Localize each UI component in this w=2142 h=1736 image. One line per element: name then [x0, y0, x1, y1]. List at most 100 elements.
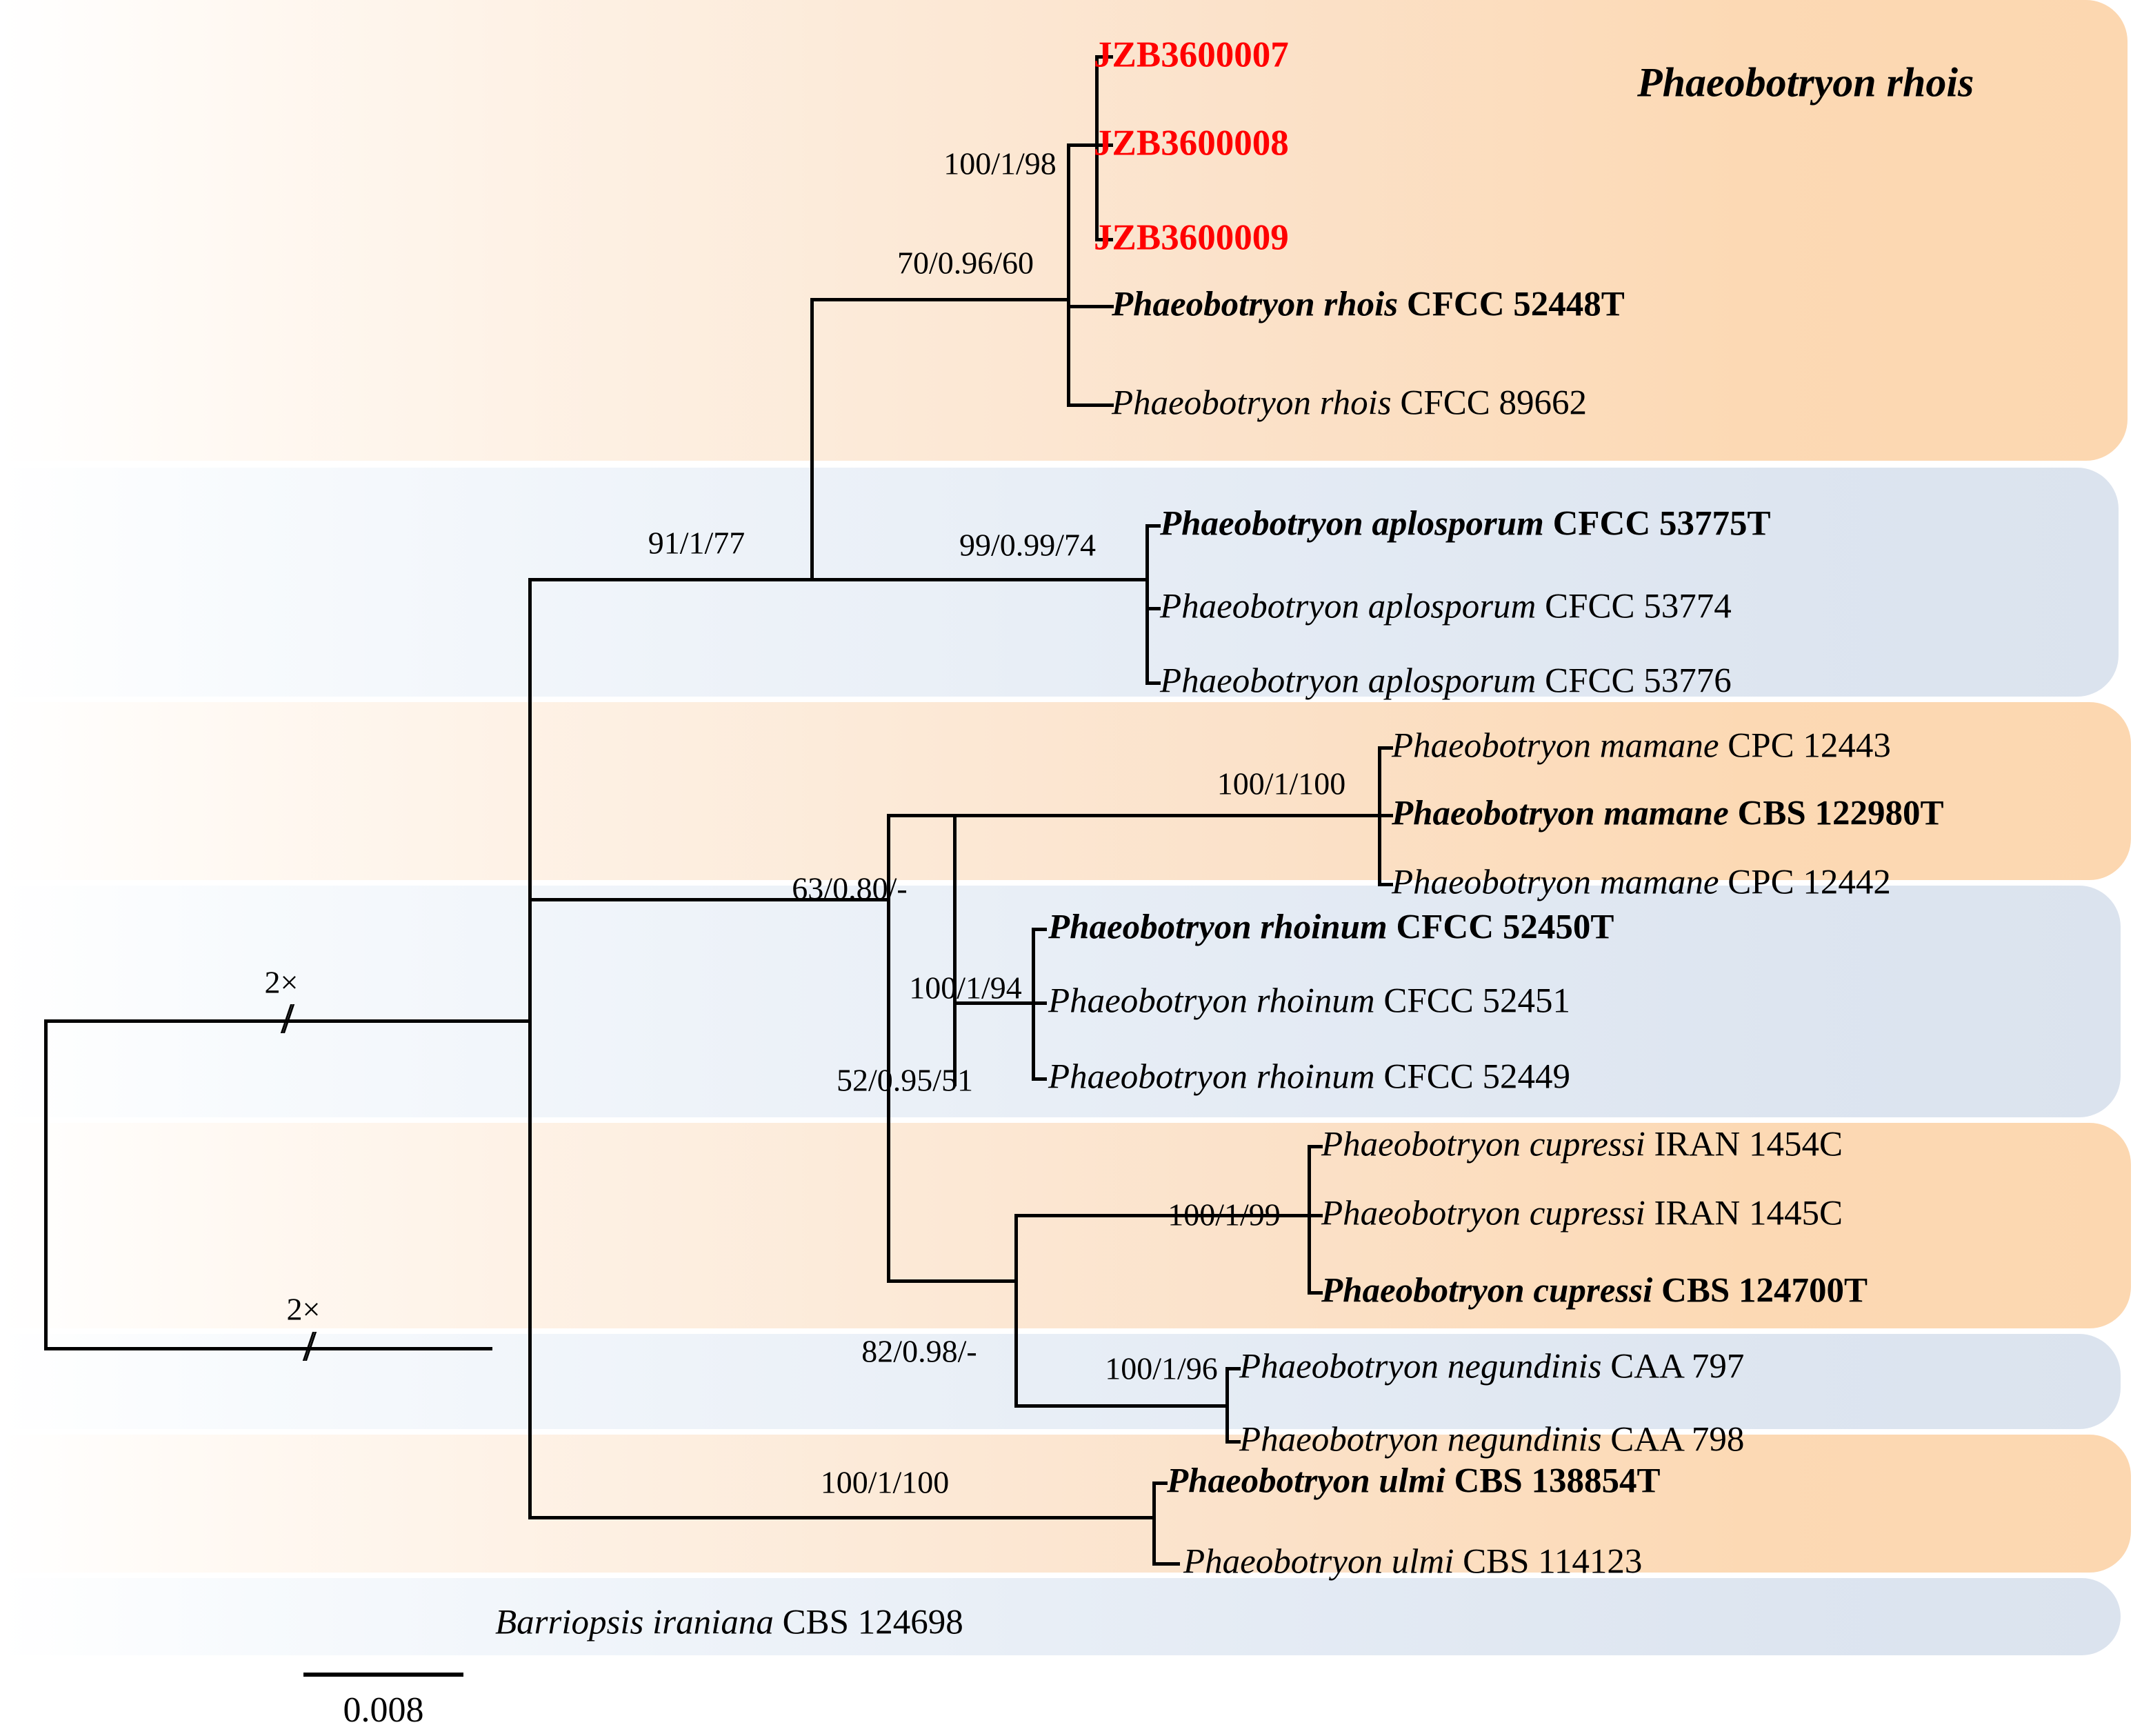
- support-label-negundinis: 100/1/96: [1105, 1350, 1218, 1386]
- taxon-strain-code: CFCC 52450T: [1396, 908, 1614, 947]
- taxon-label-cupressi-cbs124700t[interactable]: Phaeobotryon cupressi CBS 124700T: [1321, 1271, 1868, 1310]
- clade-band-outgroup: [0, 1578, 2121, 1655]
- branch-cupressi-tip-1454: [1308, 1145, 1323, 1148]
- taxon-label-barriopsis-cbs124698[interactable]: Barriopsis iraniana CBS 124698: [495, 1603, 963, 1642]
- taxon-label-jzb3600008[interactable]: JZB3600008: [1094, 123, 1289, 163]
- branch-node63-vertical: [887, 814, 890, 1283]
- taxon-label-cupressi-iran1454c[interactable]: Phaeobotryon cupressi IRAN 1454C: [1321, 1125, 1843, 1164]
- taxon-label-mamane-cpc12443[interactable]: Phaeobotryon mamane CPC 12443: [1392, 728, 1891, 764]
- branch-ulmi-tip-114123: [1152, 1562, 1180, 1566]
- clade-title-phaeobotryon-rhois: Phaeobotryon rhois: [1637, 59, 1974, 106]
- taxon-label-aplosporum-cfcc53776[interactable]: Phaeobotryon aplosporum CFCC 53776: [1160, 664, 1732, 699]
- support-label-node52: 52/0.95/51: [836, 1062, 974, 1098]
- clade-band-aplosporum: [0, 468, 2119, 697]
- branch-rhois-vertical: [1067, 143, 1070, 404]
- support-label-rhois-tip: 100/1/98: [943, 146, 1057, 181]
- branch-rhoinum-clade: [953, 1001, 1034, 1005]
- branch-aplosporum-tip-53774: [1145, 607, 1161, 610]
- taxon-label-rhoinum-cfcc52450t[interactable]: Phaeobotryon rhoinum CFCC 52450T: [1048, 910, 1614, 946]
- taxon-strain-code: CFCC 53775T: [1552, 504, 1771, 543]
- taxon-label-rhois-cfcc52448t[interactable]: Phaeobotryon rhois CFCC 52448T: [1112, 285, 1625, 324]
- support-label-ulmi: 100/1/100: [820, 1464, 950, 1500]
- branch-cupressi-clade: [1014, 1214, 1311, 1217]
- taxon-label-negundinis-caa797[interactable]: Phaeobotryon negundinis CAA 797: [1239, 1347, 1745, 1386]
- taxon-label-jzb3600007[interactable]: JZB3600007: [1094, 34, 1289, 75]
- branch-negundinis-clade: [1014, 1404, 1228, 1408]
- taxon-species-name: Phaeobotryon ulmi: [1167, 1461, 1445, 1501]
- branch-negundinis-tip-798: [1225, 1440, 1241, 1444]
- branch-ingroup-backbone: [528, 578, 532, 1516]
- branch-rhois-tip-jzb7: [1095, 55, 1113, 59]
- taxon-species-name: Phaeobotryon cupressi: [1321, 1271, 1653, 1310]
- taxon-species-name: Phaeobotryon rhoinum: [1048, 981, 1375, 1021]
- branch-root-to-ingroup: [44, 1019, 530, 1023]
- clade-band-rhois: [0, 0, 2128, 461]
- taxon-strain-code: IRAN 1454C: [1654, 1125, 1843, 1164]
- branch-rhoinum-tip-52449: [1032, 1077, 1047, 1081]
- taxon-label-mamane-cbs122980t[interactable]: Phaeobotryon mamane CBS 122980T: [1392, 794, 1944, 833]
- taxon-strain-code: CAA 797: [1610, 1347, 1745, 1386]
- taxon-label-ulmi-cbs114123[interactable]: Phaeobotryon ulmi CBS 114123: [1183, 1542, 1643, 1582]
- branch-break-slashes-outgroup: //: [302, 1323, 318, 1370]
- taxon-strain-code: IRAN 1445C: [1654, 1194, 1843, 1233]
- branch-cupressi-tip-type: [1308, 1291, 1323, 1295]
- scale-bar-label: 0.008: [343, 1690, 424, 1730]
- branch-rhois-tip-jzb9: [1095, 238, 1113, 241]
- branch-rhois-tip-upper: [1067, 143, 1097, 147]
- scale-bar-line: [303, 1673, 463, 1677]
- branch-aplosporum-clade: [810, 578, 1148, 581]
- taxon-label-cupressi-iran1445c[interactable]: Phaeobotryon cupressi IRAN 1445C: [1321, 1194, 1843, 1233]
- taxon-strain-code: CFCC 52449: [1383, 1057, 1571, 1097]
- taxon-label-rhoinum-cfcc52451[interactable]: Phaeobotryon rhoinum CFCC 52451: [1048, 984, 1570, 1019]
- clade-band-cupressi: [0, 1123, 2131, 1328]
- branch-negundinis-vertical: [1225, 1367, 1229, 1443]
- branch-rhois-clade: [810, 298, 1069, 301]
- taxon-label-aplosporum-cfcc53774[interactable]: Phaeobotryon aplosporum CFCC 53774: [1160, 589, 1732, 625]
- branch-mamane-tip-12442: [1378, 883, 1393, 886]
- branch-negundinis-tip-797: [1225, 1367, 1241, 1370]
- taxon-strain-code: CBS 114123: [1463, 1542, 1643, 1582]
- branch-root-vertical: [44, 1019, 48, 1350]
- branch-break-label-ingroup: 2×: [264, 964, 299, 1000]
- taxon-label-ulmi-cbs138854t[interactable]: Phaeobotryon ulmi CBS 138854T: [1167, 1464, 1661, 1499]
- clade-band-mamane: [0, 702, 2131, 880]
- taxon-label-negundinis-caa798[interactable]: Phaeobotryon negundinis CAA 798: [1239, 1420, 1745, 1459]
- taxon-label-jzb3600009[interactable]: JZB3600009: [1094, 217, 1289, 258]
- taxon-species-name: Phaeobotryon aplosporum: [1160, 661, 1537, 701]
- support-label-backbone: 91/1/77: [648, 525, 745, 561]
- branch-break-label-outgroup: 2×: [286, 1291, 321, 1327]
- taxon-species-name: Phaeobotryon mamane: [1392, 794, 1729, 833]
- support-label-rhoinum: 100/1/94: [909, 970, 1022, 1006]
- taxon-species-name: Phaeobotryon rhois: [1112, 285, 1399, 324]
- support-label-aplosporum: 99/0.99/74: [959, 527, 1097, 563]
- taxon-species-name: Phaeobotryon cupressi: [1321, 1194, 1645, 1233]
- branch-break-slashes-ingroup: //: [280, 995, 296, 1043]
- taxon-strain-code: CFCC 52451: [1383, 981, 1571, 1021]
- taxon-label-rhois-cfcc89662[interactable]: Phaeobotryon rhois CFCC 89662: [1112, 386, 1587, 421]
- taxon-strain-code: CAA 798: [1610, 1420, 1745, 1459]
- branch-rhoinum-tip-52451: [1032, 1001, 1047, 1005]
- taxon-strain-code: CFCC 89662: [1400, 383, 1588, 423]
- taxon-species-name: Phaeobotryon rhoinum: [1048, 908, 1388, 947]
- branch-rhoinum-tip-type: [1032, 928, 1047, 931]
- branch-to-node-rhois-aplo: [528, 578, 812, 581]
- support-label-mamane: 100/1/100: [1217, 766, 1346, 801]
- branch-node82-vertical: [1014, 1214, 1018, 1407]
- taxon-label-aplosporum-cfcc53775t[interactable]: Phaeobotryon aplosporum CFCC 53775T: [1160, 504, 1771, 543]
- taxon-strain-code: CBS 138854T: [1454, 1461, 1661, 1501]
- clade-band-rhoinum: [0, 886, 2121, 1117]
- taxon-strain-code: CBS 124698: [782, 1603, 963, 1642]
- branch-aplosporum-tip-53776: [1145, 681, 1161, 685]
- taxon-label-mamane-cpc12442[interactable]: Phaeobotryon mamane CPC 12442: [1392, 865, 1891, 901]
- support-label-cupressi: 100/1/99: [1168, 1197, 1281, 1233]
- taxon-label-rhoinum-cfcc52449[interactable]: Phaeobotryon rhoinum CFCC 52449: [1048, 1057, 1571, 1097]
- branch-mamane-tip-12443: [1378, 746, 1393, 750]
- branch-aplosporum-vertical: [1145, 524, 1149, 683]
- taxon-species-name: Phaeobotryon ulmi: [1183, 1542, 1454, 1582]
- support-label-node63: 63/0.80/-: [792, 870, 908, 906]
- taxon-strain-code: CBS 122980T: [1737, 794, 1944, 833]
- branch-node-rhois-aplo-vertical: [810, 298, 814, 581]
- taxon-strain-code: CFCC 52448T: [1406, 285, 1625, 324]
- taxon-strain-code: CBS 124700T: [1661, 1271, 1868, 1310]
